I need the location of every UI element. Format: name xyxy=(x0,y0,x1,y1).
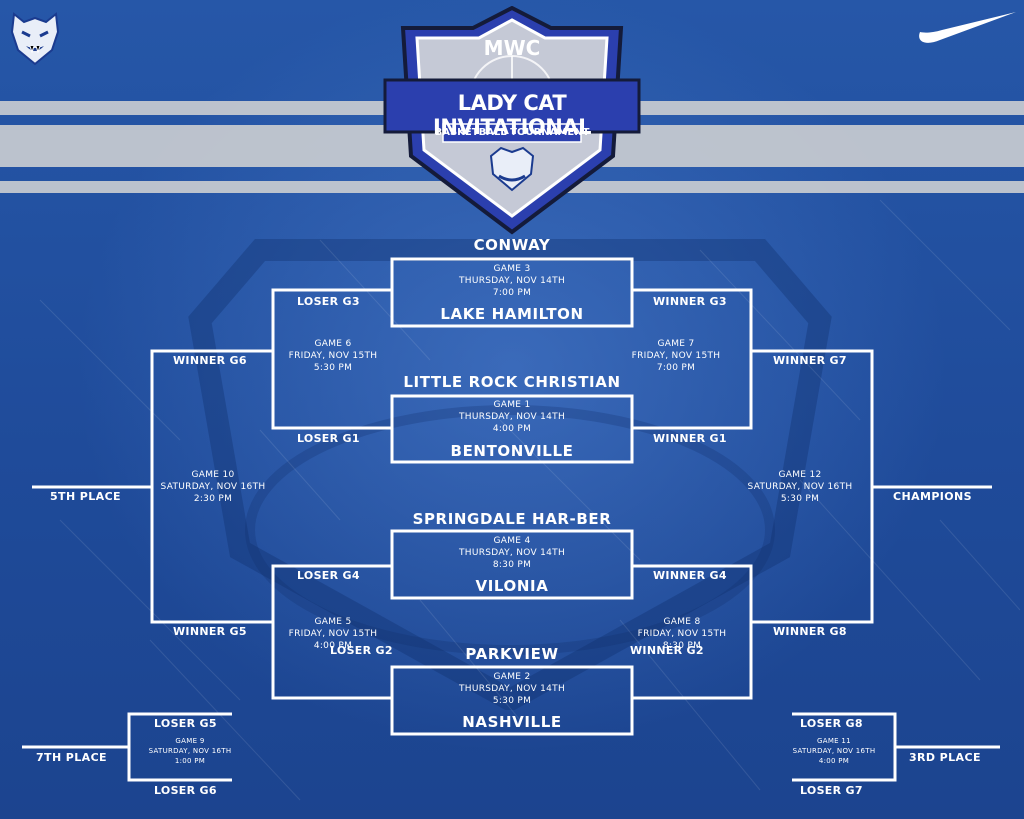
fifth-place-label: 5TH PLACE xyxy=(50,490,121,503)
slot-loser-g8: LOSER G8 xyxy=(800,717,863,730)
slot-loser-g6: LOSER G6 xyxy=(154,784,217,797)
game-1-time: 4:00 PM xyxy=(492,424,532,434)
champions-label: CHAMPIONS xyxy=(893,490,972,503)
game-7-info: GAME 7 FRIDAY, NOV 15TH 7:00 PM xyxy=(621,338,731,374)
game-12-info: GAME 12 SATURDAY, NOV 16TH 5:30 PM xyxy=(733,469,867,505)
slot-winner-g3: WINNER G3 xyxy=(653,295,727,308)
game-11-date: SATURDAY, NOV 16TH xyxy=(792,747,876,755)
slot-loser-g7: LOSER G7 xyxy=(800,784,863,797)
game-5-info: GAME 5 FRIDAY, NOV 15TH 4:00 PM xyxy=(278,616,388,652)
game-5-date: FRIDAY, NOV 15TH xyxy=(288,629,378,639)
game-6-date: FRIDAY, NOV 15TH xyxy=(288,351,378,361)
slot-loser-g5: LOSER G5 xyxy=(154,717,217,730)
game-1-info: GAME 1 THURSDAY, NOV 14TH 4:00 PM xyxy=(392,399,632,435)
game-2-time: 5:30 PM xyxy=(492,696,532,706)
game-5-title: GAME 5 xyxy=(314,617,352,627)
game-7-time: 7:00 PM xyxy=(656,363,696,373)
game-1-date: THURSDAY, NOV 14TH xyxy=(458,412,566,422)
team-springdale-har-ber: SPRINGDALE HAR-BER xyxy=(412,510,612,528)
game-9-title: GAME 9 xyxy=(175,737,205,745)
game-8-title: GAME 8 xyxy=(663,617,701,627)
game-11-time: 4:00 PM xyxy=(818,757,850,765)
slot-winner-g5: WINNER G5 xyxy=(173,625,247,638)
slot-loser-g4: LOSER G4 xyxy=(297,569,360,582)
nike-swoosh-icon xyxy=(919,12,1016,43)
game-11-info: GAME 11 SATURDAY, NOV 16TH 4:00 PM xyxy=(778,736,890,766)
game-2-date: THURSDAY, NOV 14TH xyxy=(458,684,566,694)
game-3-time: 7:00 PM xyxy=(492,288,532,298)
slot-winner-g1: WINNER G1 xyxy=(653,432,727,445)
game-5-time: 4:00 PM xyxy=(313,641,353,651)
team-parkview: PARKVIEW xyxy=(465,645,559,663)
logo-title-text: LADY CAT INVITATIONAL xyxy=(433,91,591,139)
game-8-time: 8:30 PM xyxy=(662,641,702,651)
team-nashville: NASHVILLE xyxy=(462,713,562,731)
team-little-rock-christian: LITTLE ROCK CHRISTIAN xyxy=(403,373,621,391)
game-10-title: GAME 10 xyxy=(191,470,235,480)
game-8-info: GAME 8 FRIDAY, NOV 15TH 8:30 PM xyxy=(627,616,737,652)
slot-loser-g3: LOSER G3 xyxy=(297,295,360,308)
slot-winner-g7: WINNER G7 xyxy=(773,354,847,367)
game-6-info: GAME 6 FRIDAY, NOV 15TH 5:30 PM xyxy=(278,338,388,374)
third-place-label: 3RD PLACE xyxy=(909,751,981,764)
game-12-time: 5:30 PM xyxy=(780,494,820,504)
tournament-logo: MWC LADY CAT INVITATIONAL BASKETBALL TOU… xyxy=(383,5,641,238)
game-12-title: GAME 12 xyxy=(778,470,822,480)
seventh-place-label: 7TH PLACE xyxy=(36,751,107,764)
game-8-date: FRIDAY, NOV 15TH xyxy=(637,629,727,639)
slot-winner-g6: WINNER G6 xyxy=(173,354,247,367)
slot-winner-g4: WINNER G4 xyxy=(653,569,727,582)
game-10-time: 2:30 PM xyxy=(193,494,233,504)
wildcat-head-icon xyxy=(10,12,60,66)
team-conway: CONWAY xyxy=(473,236,551,254)
slot-loser-g2: LOSER G2 xyxy=(330,644,393,657)
game-12-date: SATURDAY, NOV 16TH xyxy=(747,482,853,492)
slot-loser-g1: LOSER G1 xyxy=(297,432,360,445)
game-4-title: GAME 4 xyxy=(493,536,531,546)
game-9-info: GAME 9 SATURDAY, NOV 16TH 1:00 PM xyxy=(134,736,246,766)
game-6-time: 5:30 PM xyxy=(313,363,353,373)
game-6-title: GAME 6 xyxy=(314,339,352,349)
game-7-date: FRIDAY, NOV 15TH xyxy=(631,351,721,361)
game-2-info: GAME 2 THURSDAY, NOV 14TH 5:30 PM xyxy=(392,671,632,707)
game-4-info: GAME 4 THURSDAY, NOV 14TH 8:30 PM xyxy=(392,535,632,571)
game-11-title: GAME 11 xyxy=(817,737,851,745)
game-3-title: GAME 3 xyxy=(493,264,531,274)
team-vilonia: VILONIA xyxy=(475,577,549,595)
game-2-title: GAME 2 xyxy=(493,672,531,682)
logo-badge-text: MWC xyxy=(483,36,541,60)
logo-subtitle-text: BASKETBALL TOURNAMENT xyxy=(434,127,590,138)
game-3-date: THURSDAY, NOV 14TH xyxy=(458,276,566,286)
slot-winner-g8: WINNER G8 xyxy=(773,625,847,638)
game-4-time: 8:30 PM xyxy=(492,560,532,570)
team-lake-hamilton: LAKE HAMILTON xyxy=(440,305,584,323)
game-7-title: GAME 7 xyxy=(657,339,695,349)
game-9-time: 1:00 PM xyxy=(174,757,206,765)
game-10-date: SATURDAY, NOV 16TH xyxy=(160,482,266,492)
game-3-info: GAME 3 THURSDAY, NOV 14TH 7:00 PM xyxy=(392,263,632,299)
game-1-title: GAME 1 xyxy=(493,400,531,410)
team-bentonville: BENTONVILLE xyxy=(450,442,574,460)
game-10-info: GAME 10 SATURDAY, NOV 16TH 2:30 PM xyxy=(157,469,269,505)
game-4-date: THURSDAY, NOV 14TH xyxy=(458,548,566,558)
game-9-date: SATURDAY, NOV 16TH xyxy=(148,747,232,755)
slot-winner-g2: WINNER G2 xyxy=(630,644,704,657)
